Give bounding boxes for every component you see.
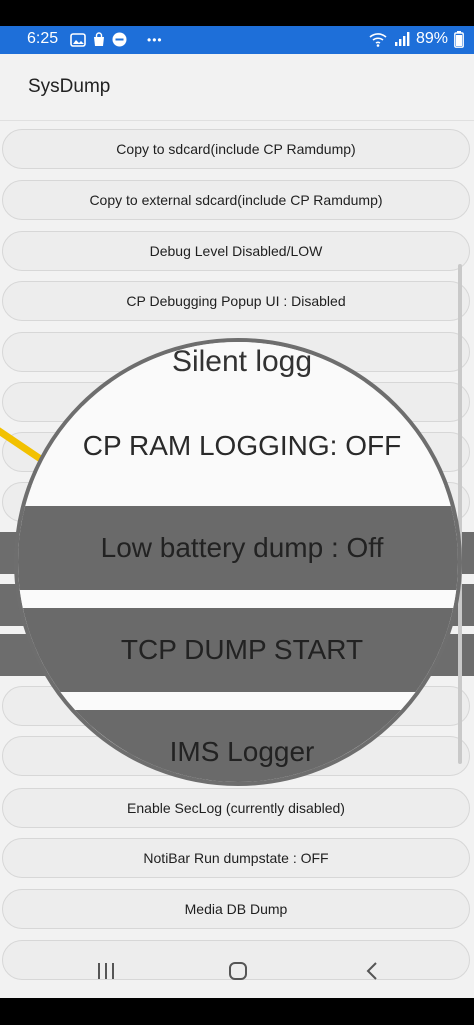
battery-icon bbox=[454, 30, 464, 48]
mag-cp-ram-logging: CP RAM LOGGING: OFF bbox=[18, 406, 458, 486]
back-icon bbox=[366, 962, 377, 980]
app-bar: SysDump bbox=[0, 54, 474, 121]
status-right-icons: 89% bbox=[368, 30, 464, 48]
recents-icon bbox=[98, 963, 114, 979]
top-black-strip bbox=[0, 0, 474, 26]
mag-silent-logging: Silent logg bbox=[18, 342, 458, 382]
status-time: 6:25 bbox=[27, 30, 59, 47]
bottom-black-strip bbox=[0, 998, 474, 1025]
recents-button[interactable] bbox=[86, 954, 126, 988]
status-left-icons: ••• bbox=[70, 32, 163, 47]
battery-percent: 89% bbox=[415, 30, 448, 47]
home-button[interactable] bbox=[218, 954, 258, 988]
mag-tcp-dump-start: TCP DUMP START bbox=[18, 608, 458, 692]
mag-separator bbox=[18, 692, 458, 710]
more-notifications-icon: ••• bbox=[147, 32, 163, 47]
bag-icon bbox=[94, 32, 104, 46]
mag-ims-logger: IMS Logger bbox=[18, 710, 458, 782]
dnd-icon bbox=[112, 32, 127, 47]
notibar-run-dumpstate-button[interactable]: NotiBar Run dumpstate : OFF bbox=[2, 838, 470, 878]
page-title: SysDump bbox=[28, 76, 111, 97]
enable-seclog-button[interactable]: Enable SecLog (currently disabled) bbox=[2, 788, 470, 828]
debug-level-button[interactable]: Debug Level Disabled/LOW bbox=[2, 231, 470, 271]
wifi-icon bbox=[369, 33, 387, 47]
copy-external-sdcard-button[interactable]: Copy to external sdcard(include CP Ramdu… bbox=[2, 180, 470, 220]
home-icon bbox=[229, 962, 247, 980]
mag-separator bbox=[18, 590, 458, 608]
image-icon bbox=[70, 32, 86, 47]
cp-debugging-popup-button[interactable]: CP Debugging Popup UI : Disabled bbox=[2, 281, 470, 321]
status-bar: 6:25 ••• 89% bbox=[0, 26, 474, 54]
media-db-dump-button[interactable]: Media DB Dump bbox=[2, 889, 470, 929]
mag-low-battery-dump: Low battery dump : Off bbox=[18, 506, 458, 590]
magnifier-circle: Silent logg CP RAM LOGGING: OFF Low batt… bbox=[14, 338, 462, 786]
back-button[interactable] bbox=[352, 954, 392, 988]
copy-sdcard-button[interactable]: Copy to sdcard(include CP Ramdump) bbox=[2, 129, 470, 169]
scrollbar[interactable] bbox=[458, 264, 462, 764]
signal-icon bbox=[394, 32, 410, 46]
